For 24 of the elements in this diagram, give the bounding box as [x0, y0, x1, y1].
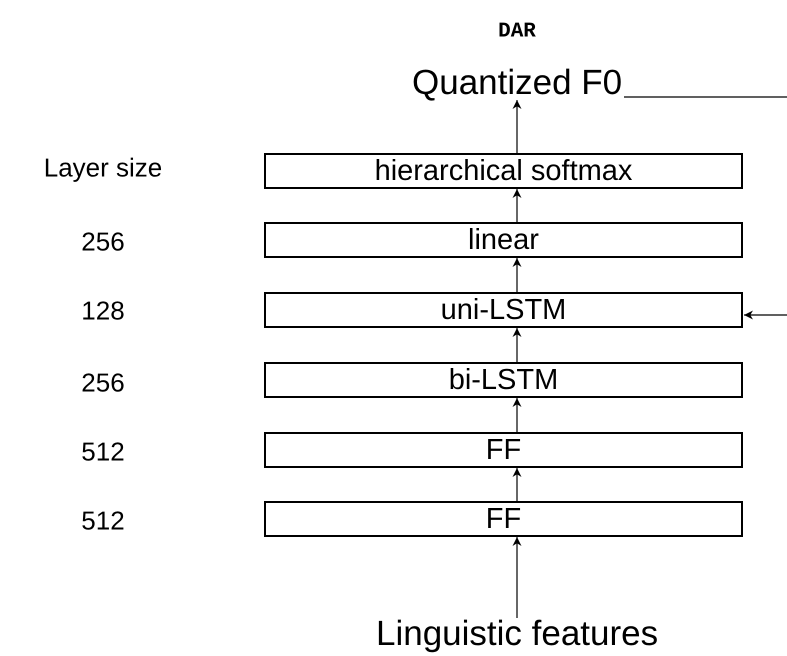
layer-box: uni-LSTM: [264, 292, 743, 328]
layer-size-value: 256: [81, 226, 125, 258]
arrow: [512, 468, 522, 501]
arrow: [512, 258, 522, 292]
connector-line: [624, 96, 787, 98]
layer-size-value: 512: [81, 436, 125, 468]
layer-box: hierarchical softmax: [264, 153, 743, 189]
layer-size-value: 512: [81, 506, 125, 536]
arrow: [512, 398, 522, 432]
layer-box: bi-LSTM: [264, 362, 743, 398]
arrow: [512, 537, 522, 618]
io-label: Linguistic features: [374, 612, 660, 656]
column-heading: Layer size: [44, 152, 162, 184]
layer-box: FF: [264, 501, 743, 537]
layer-size-value: 128: [81, 296, 125, 326]
io-label: Quantized F0: [410, 60, 624, 106]
diagram-title: DAR: [498, 20, 536, 44]
arrow: [744, 310, 787, 320]
layer-box: FF: [264, 432, 743, 468]
arrow: [512, 328, 522, 362]
layer-box: linear: [264, 222, 743, 258]
layer-size-value: 256: [81, 368, 125, 398]
arrow: [512, 100, 522, 153]
arrow: [512, 189, 522, 222]
